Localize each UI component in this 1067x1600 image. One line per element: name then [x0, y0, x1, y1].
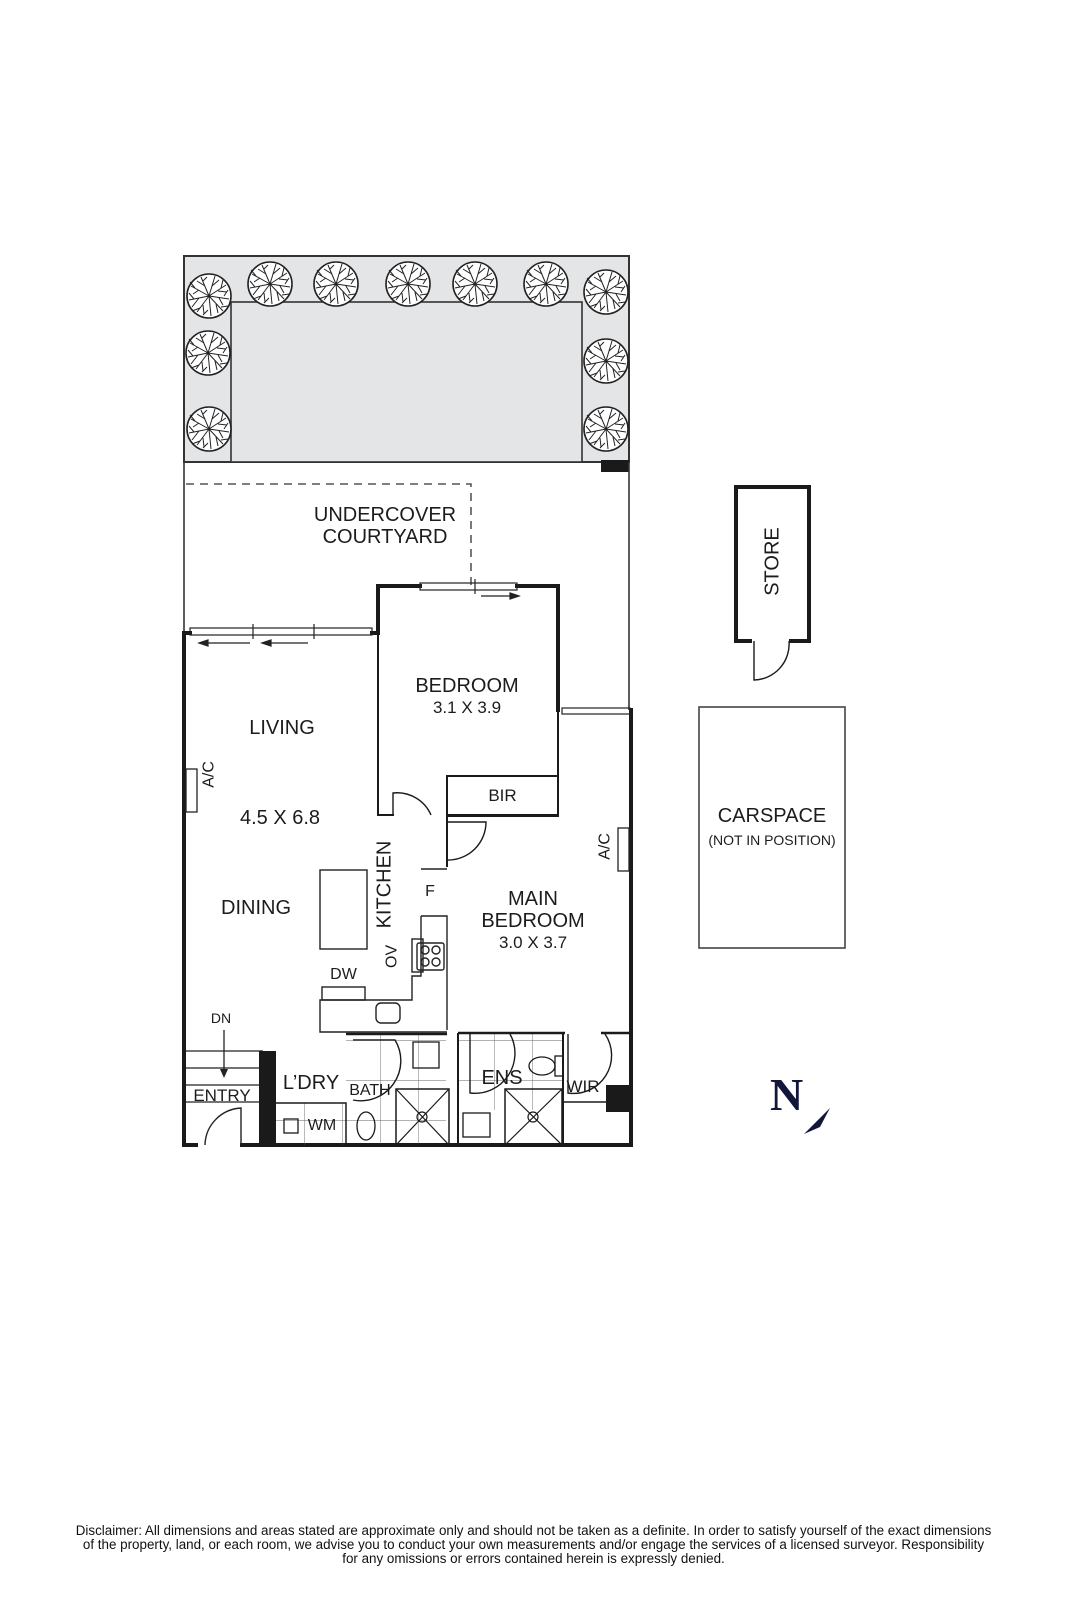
disclaimer-line-3: for any omissions or errors contained he…: [342, 1551, 725, 1566]
label-bath: BATH: [349, 1082, 391, 1099]
label-oven: OV: [383, 944, 401, 968]
north-arrow-icon: N: [770, 1069, 804, 1120]
label-bedroom-dims: 3.1 X 3.9: [432, 698, 502, 717]
label-wir: WIR: [566, 1077, 600, 1096]
label-carspace-note: (NOT IN POSITION): [708, 832, 836, 848]
label-ac-main: A/C: [596, 833, 614, 860]
label-main: MAIN: [508, 888, 558, 910]
label-ensuite: ENS: [481, 1067, 523, 1089]
label-dining: DINING: [221, 897, 291, 919]
label-fridge: F: [425, 883, 435, 900]
disclaimer-line-2: of the property, land, or each room, we …: [82, 1537, 985, 1552]
label-carspace: CARSPACE: [717, 805, 827, 827]
label-living-dims: 4.5 X 6.8: [239, 807, 321, 829]
label-living: LIVING: [249, 717, 315, 739]
garden-area: [183, 255, 630, 472]
label-laundry: L’DRY: [282, 1072, 340, 1094]
label-washing-machine: WM: [307, 1117, 337, 1134]
label-undercover: UNDERCOVER: [313, 504, 457, 526]
label-kitchen: KITCHEN: [373, 840, 396, 929]
label-dishwasher: DW: [330, 966, 357, 983]
label-courtyard: COURTYARD: [322, 526, 448, 548]
label-main-bedroom: BEDROOM: [481, 910, 585, 932]
label-bir: BIR: [488, 786, 517, 805]
label-main-bedroom-dims: 3.0 X 3.7: [498, 933, 568, 952]
disclaimer-text: Disclaimer: All dimensions and areas sta…: [0, 1524, 1067, 1566]
label-ac-living: A/C: [200, 761, 218, 788]
disclaimer-line-1: Disclaimer: All dimensions and areas sta…: [75, 1523, 992, 1538]
label-stairs-down: DN: [210, 1010, 232, 1026]
label-entry: ENTRY: [193, 1086, 251, 1105]
label-store: STORE: [761, 527, 784, 596]
label-bedroom: BEDROOM: [415, 675, 519, 697]
